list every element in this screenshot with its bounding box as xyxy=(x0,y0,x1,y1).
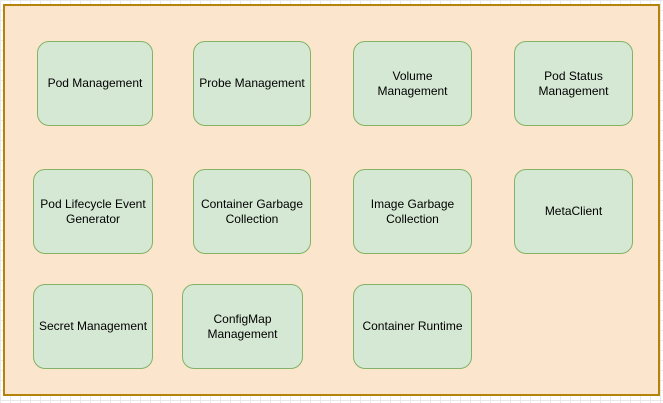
node-label: ConfigMap Management xyxy=(207,312,278,341)
node-label: Pod Status Management xyxy=(538,69,609,98)
node-volume-management[interactable]: Volume Management xyxy=(353,41,472,126)
node-image-garbage-collection[interactable]: Image Garbage Collection xyxy=(353,169,472,254)
node-label: Volume Management xyxy=(377,69,448,98)
node-container-runtime[interactable]: Container Runtime xyxy=(353,284,472,369)
node-metaclient[interactable]: MetaClient xyxy=(514,169,633,254)
node-pod-management[interactable]: Pod Management xyxy=(37,41,153,126)
node-secret-management[interactable]: Secret Management xyxy=(33,284,153,369)
node-label: MetaClient xyxy=(544,204,603,219)
node-label: Pod Management xyxy=(47,76,143,91)
node-label: Image Garbage Collection xyxy=(370,197,455,226)
node-probe-management[interactable]: Probe Management xyxy=(193,41,311,126)
node-label: Container Garbage Collection xyxy=(200,197,304,226)
node-pod-status-management[interactable]: Pod Status Management xyxy=(514,41,633,126)
node-label: Secret Management xyxy=(38,319,148,334)
node-label: Pod Lifecycle Event Generator xyxy=(40,197,146,226)
node-configmap-management[interactable]: ConfigMap Management xyxy=(182,284,303,369)
node-label: Container Runtime xyxy=(362,319,463,334)
node-label: Probe Management xyxy=(199,76,305,91)
container-shape[interactable]: Pod Management Probe Management Volume M… xyxy=(3,4,660,396)
node-pod-lifecycle-event-generator[interactable]: Pod Lifecycle Event Generator xyxy=(33,169,153,254)
node-container-garbage-collection[interactable]: Container Garbage Collection xyxy=(193,169,311,254)
